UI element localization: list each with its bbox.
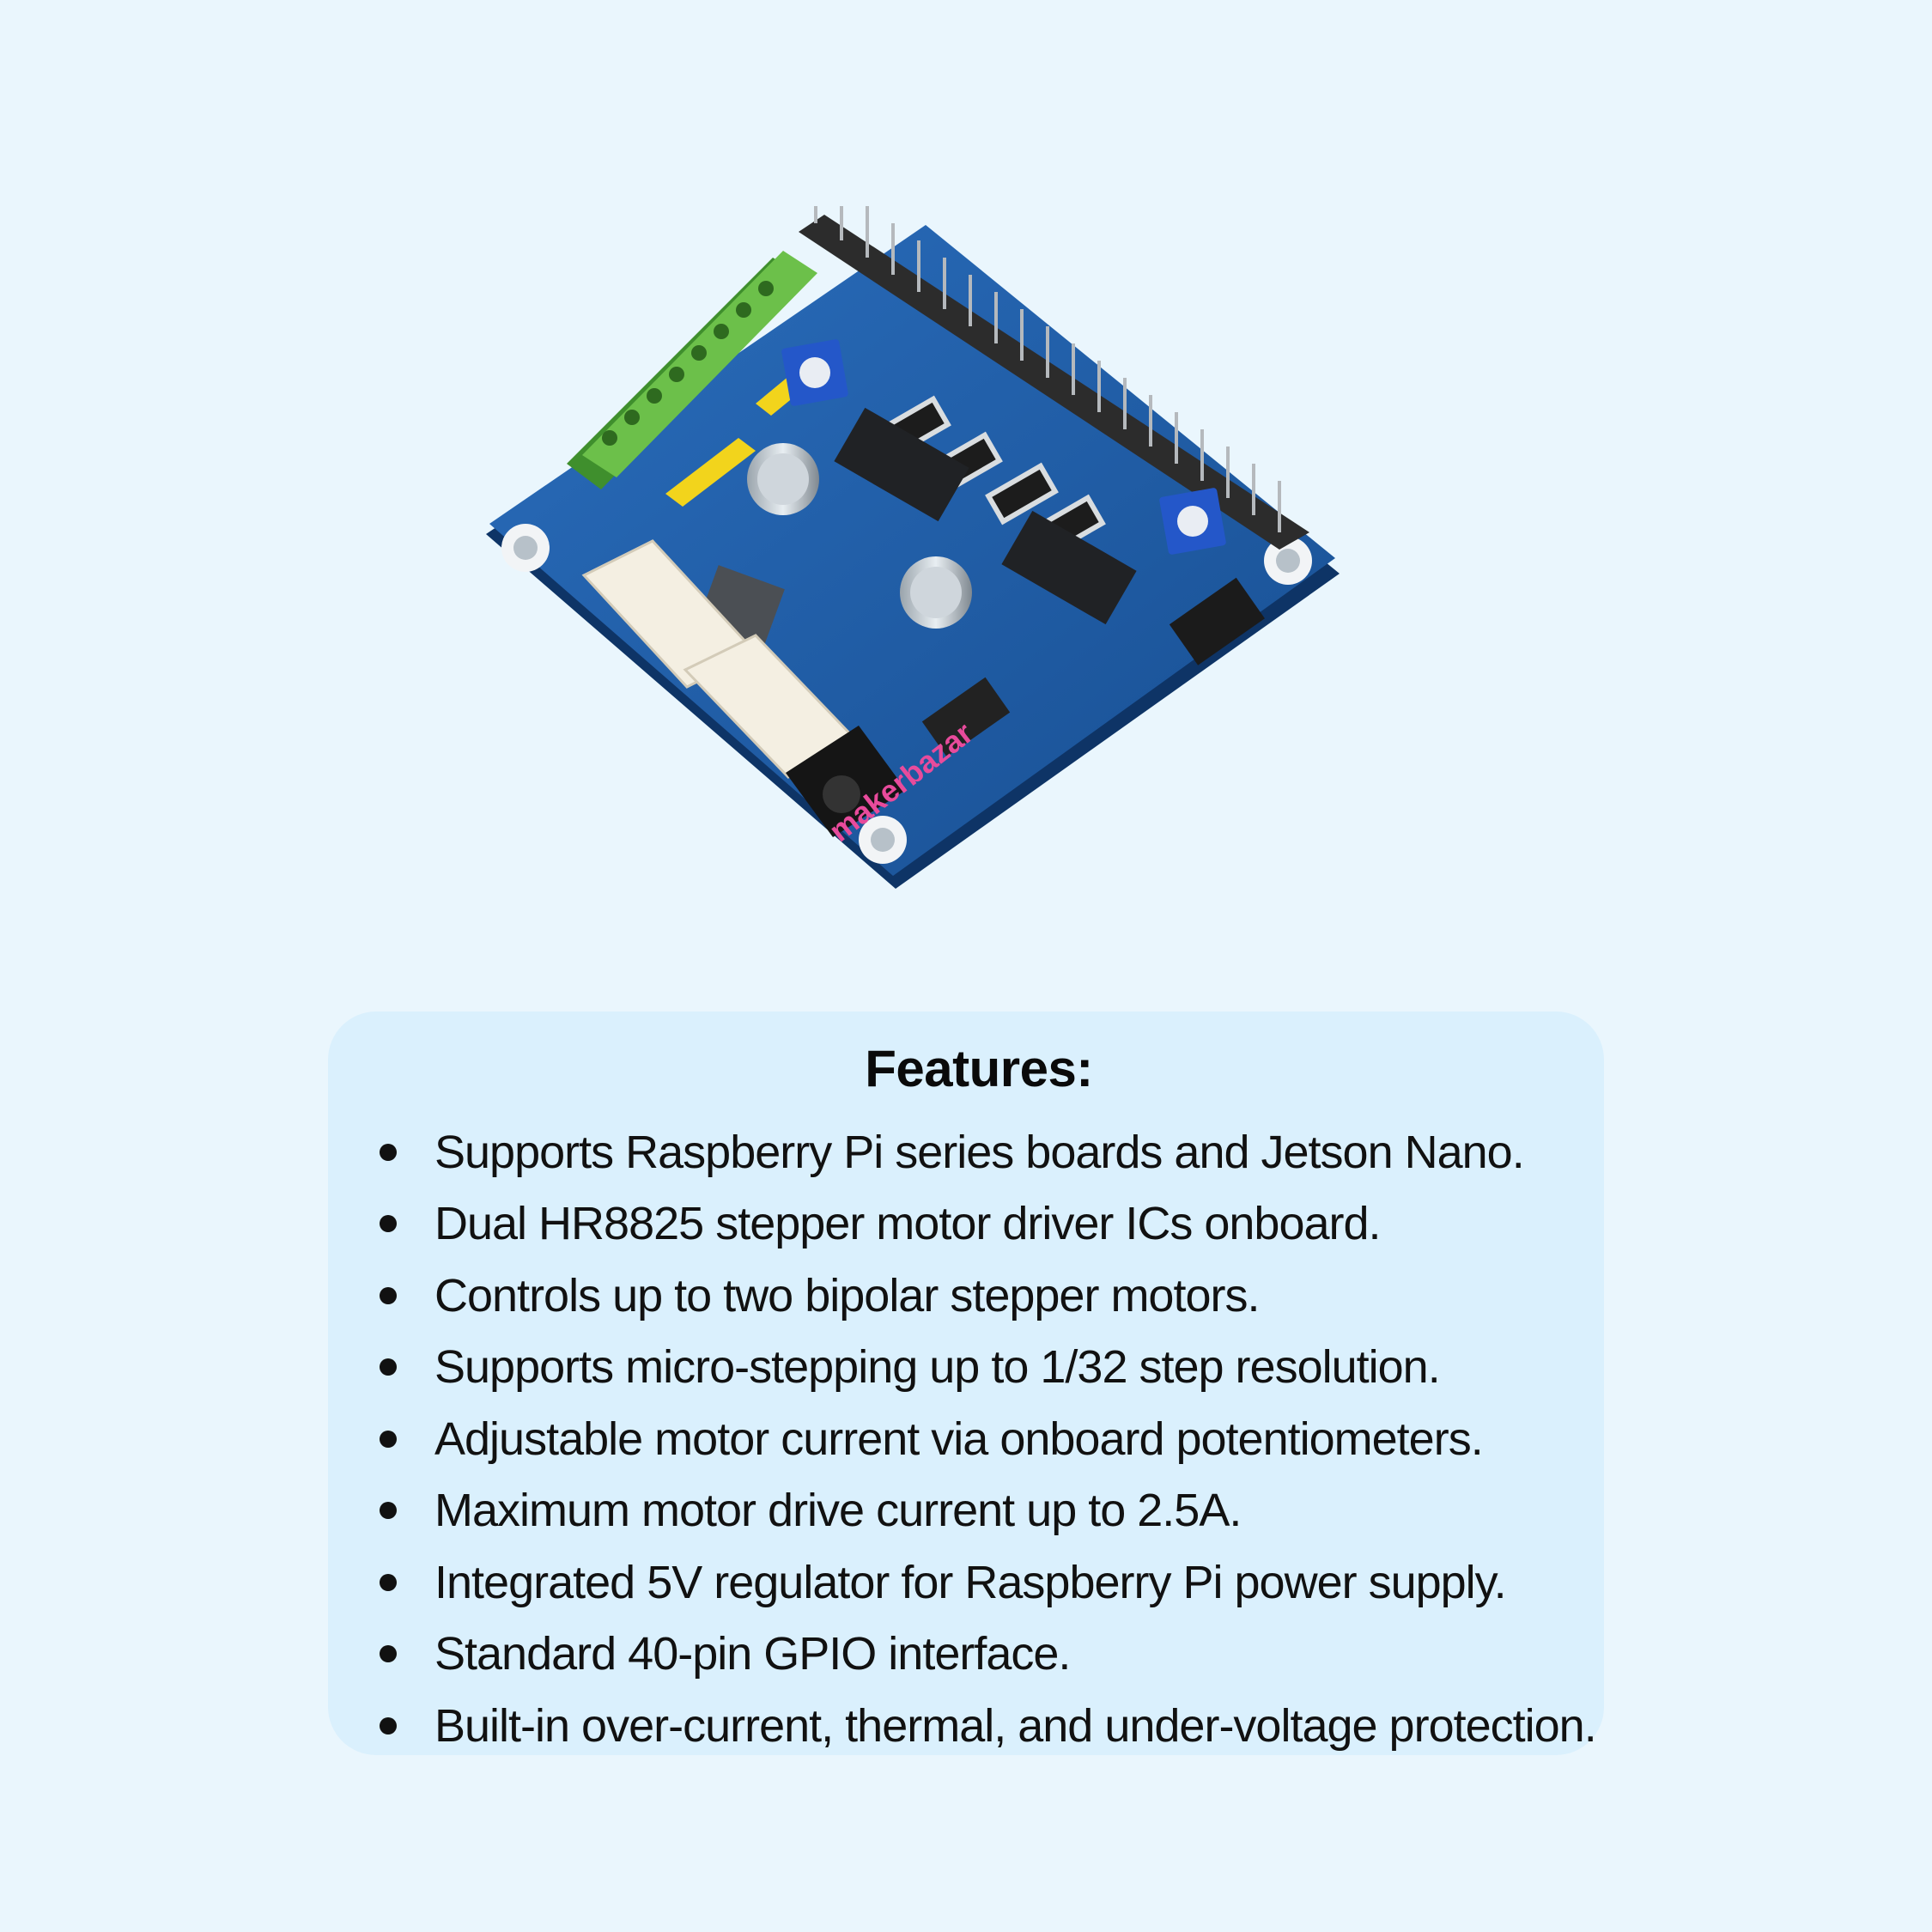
bullet-icon [380,1502,397,1520]
screw-terminal [567,251,817,489]
features-list: Supports Raspberry Pi series boards and … [380,1116,1597,1762]
bullet-icon [380,1716,397,1735]
bullet-icon [380,1358,397,1376]
feature-text: Adjustable motor current via onboard pot… [434,1413,1484,1465]
dc-jack [786,726,906,837]
bullet-icon [380,1645,397,1663]
feature-item: Standard 40-pin GPIO interface. [380,1619,1578,1691]
feature-item: Dual HR8825 stepper motor driver ICs onb… [380,1188,1578,1261]
feature-item: Adjustable motor current via onboard pot… [380,1403,1578,1475]
potentiometers [781,339,1226,555]
feature-text: Built-in over-current, thermal, and unde… [434,1699,1597,1752]
feature-text: Maximum motor drive current up to 2.5A. [434,1485,1242,1537]
feature-text: Integrated 5V regulator for Raspberry Pi… [434,1556,1507,1608]
feature-item: Supports Raspberry Pi series boards and … [380,1116,1578,1188]
features-panel: Features: Supports Raspberry Pi series b… [328,1012,1604,1755]
feature-item: Supports micro-stepping up to 1/32 step … [380,1332,1578,1404]
bullet-icon [380,1430,397,1448]
bullet-icon [380,1215,397,1233]
product-image: makerbazar [486,206,1340,889]
feature-item: Maximum motor drive current up to 2.5A. [380,1475,1578,1547]
feature-item: Controls up to two bipolar stepper motor… [380,1260,1578,1332]
feature-text: Supports Raspberry Pi series boards and … [434,1126,1525,1178]
feature-text: Dual HR8825 stepper motor driver ICs onb… [434,1198,1382,1250]
feature-text: Controls up to two bipolar stepper motor… [434,1269,1260,1321]
feature-text: Standard 40-pin GPIO interface. [434,1628,1071,1680]
power-switch [921,677,1011,757]
bullet-icon [380,1573,397,1591]
capacitors [747,443,972,629]
bullet-icon [380,1286,397,1304]
feature-item: Built-in over-current, thermal, and unde… [380,1690,1597,1762]
feature-text: Supports micro-stepping up to 1/32 step … [434,1341,1441,1394]
features-title: Features: [865,1040,1093,1097]
gpio-header [799,206,1309,550]
feature-item: Integrated 5V regulator for Raspberry Pi… [380,1546,1578,1619]
mounting-holes [501,524,1312,864]
driver-ics [834,407,1137,625]
dip-switch [1169,577,1265,665]
bullet-icon [380,1143,397,1161]
